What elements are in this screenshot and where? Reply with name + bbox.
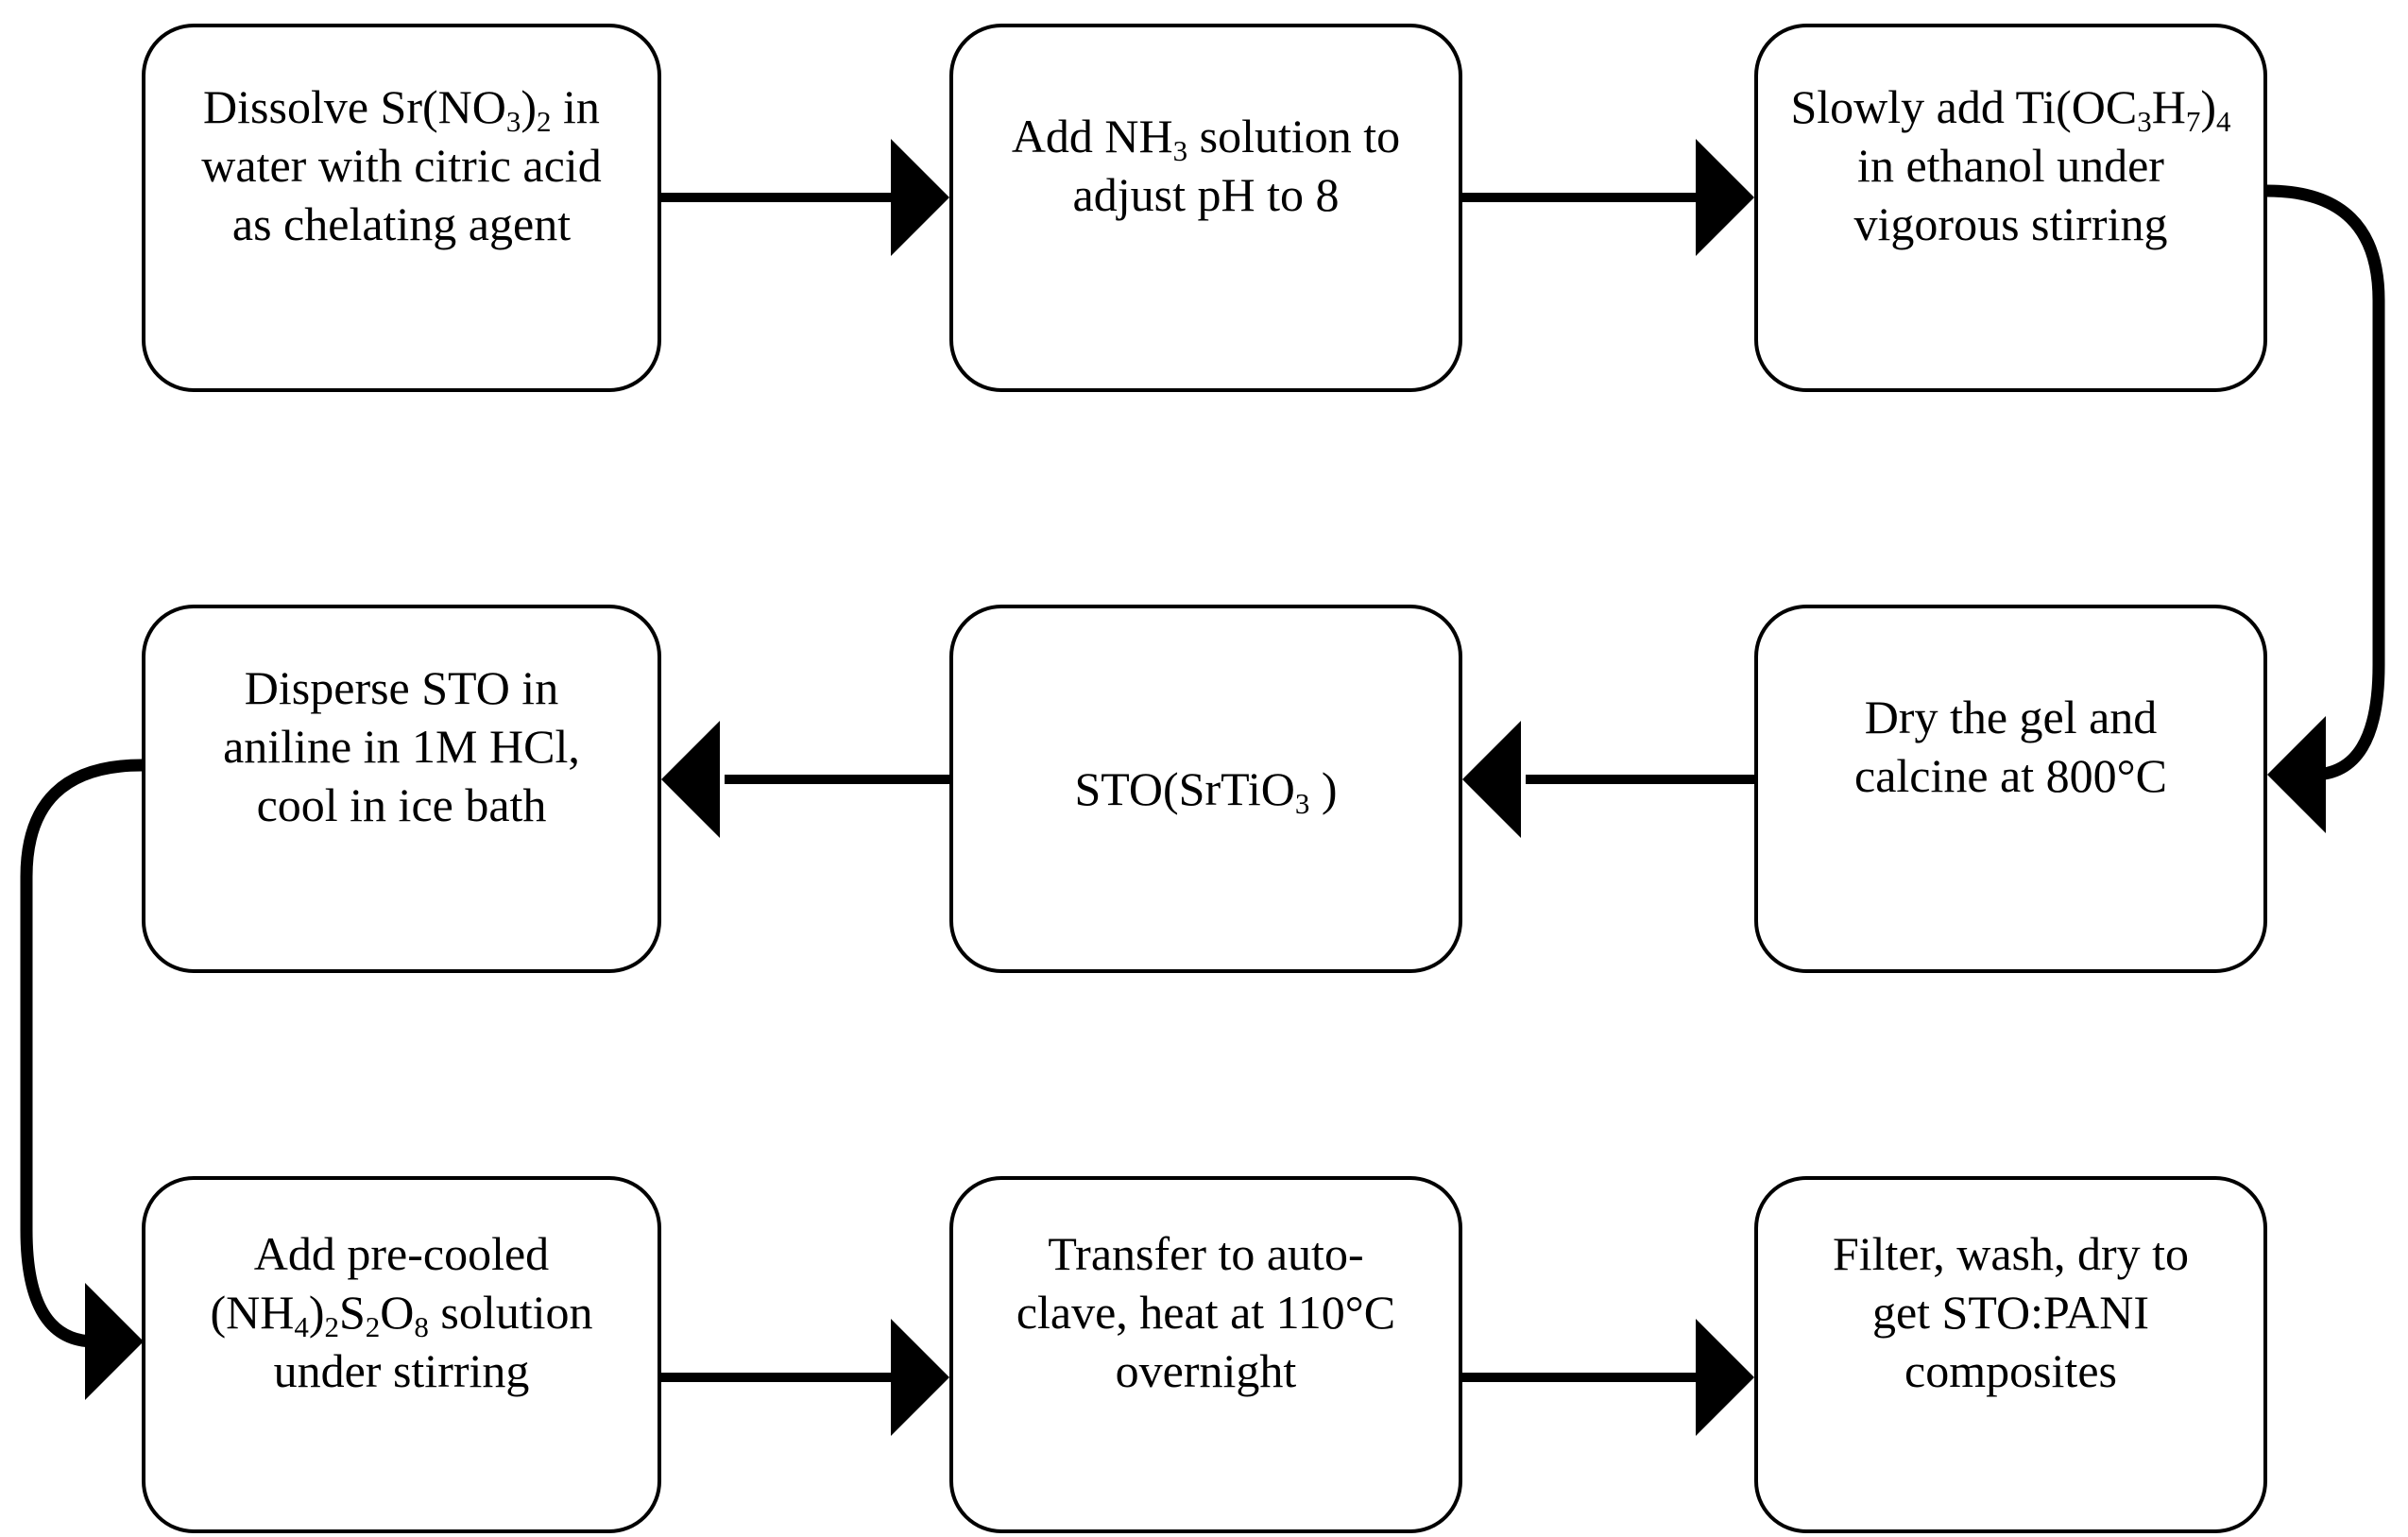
node-text-line: under stirring: [273, 1344, 530, 1397]
node-text-line: aniline in 1M HCl,: [223, 720, 580, 773]
arrow-head-right: [1696, 139, 1754, 256]
arrow-step7-to-step8: [661, 1319, 949, 1436]
arrow-head-right: [891, 1319, 949, 1436]
node-text-line: overnight: [1115, 1344, 1297, 1397]
arrow-step2-to-step3: [1462, 139, 1754, 256]
arrow-head-right: [85, 1283, 144, 1400]
node-text-line: adjust pH to 8: [1072, 168, 1340, 221]
flow-node-sto: STO(SrTiO3 ): [949, 605, 1462, 973]
node-text-line: (NH4)2S2O8 solution: [210, 1286, 593, 1343]
arrow-step1-to-step2: [661, 139, 949, 256]
node-text-line: Dissolve Sr(NO3)2 in: [203, 80, 600, 138]
node-text-line: Add NH3 solution to: [1011, 110, 1401, 167]
node-text-line: Filter, wash, dry to: [1832, 1227, 2190, 1280]
connector-curve: [20, 759, 143, 1348]
node-text-line: calcine at 800°C: [1854, 749, 2167, 802]
arrow-head-left: [1462, 721, 1521, 838]
node-text-line: STO(SrTiO3 ): [1074, 762, 1338, 820]
connector-curve: [2266, 184, 2385, 781]
node-text-line: water with citric acid: [201, 139, 602, 192]
node-text-line: clave, heat at 110°C: [1016, 1286, 1396, 1339]
node-text-line: vigorous stirring: [1853, 197, 2168, 250]
node-text-line: Slowly add Ti(OC3H7)4: [1790, 80, 2231, 138]
arrow-head-right: [1696, 1319, 1754, 1436]
flow-node-dry-calcine: Dry the gel and calcine at 800°C: [1754, 605, 2267, 973]
flow-node-disperse-sto: Disperse STO in aniline in 1M HCl,cool in…: [142, 605, 661, 973]
node-text-line: as chelating agent: [231, 197, 572, 250]
node-text-line: Transfer to auto-: [1048, 1227, 1364, 1280]
arrow-step8-to-step9: [1462, 1319, 1754, 1436]
arrow-step4-to-step5: [1462, 721, 1754, 838]
node-text-line: Dry the gel and: [1864, 691, 2158, 743]
node-text-line: Add pre-cooled: [253, 1227, 550, 1280]
node-text-line: composites: [1904, 1344, 2117, 1397]
node-text-line: in ethanol under: [1857, 139, 2164, 192]
connector-step3-to-step4: [2266, 184, 2385, 833]
arrow-step5-to-step6: [661, 721, 949, 838]
arrow-head-left: [661, 721, 720, 838]
arrow-head-left: [2267, 716, 2326, 833]
node-text-line: Disperse STO in: [244, 661, 559, 714]
node-text-line: get STO:PANI: [1871, 1286, 2150, 1339]
connector-step6-to-step7: [20, 759, 144, 1400]
node-text-line: cool in ice bath: [256, 778, 547, 831]
arrow-head-right: [891, 139, 949, 256]
